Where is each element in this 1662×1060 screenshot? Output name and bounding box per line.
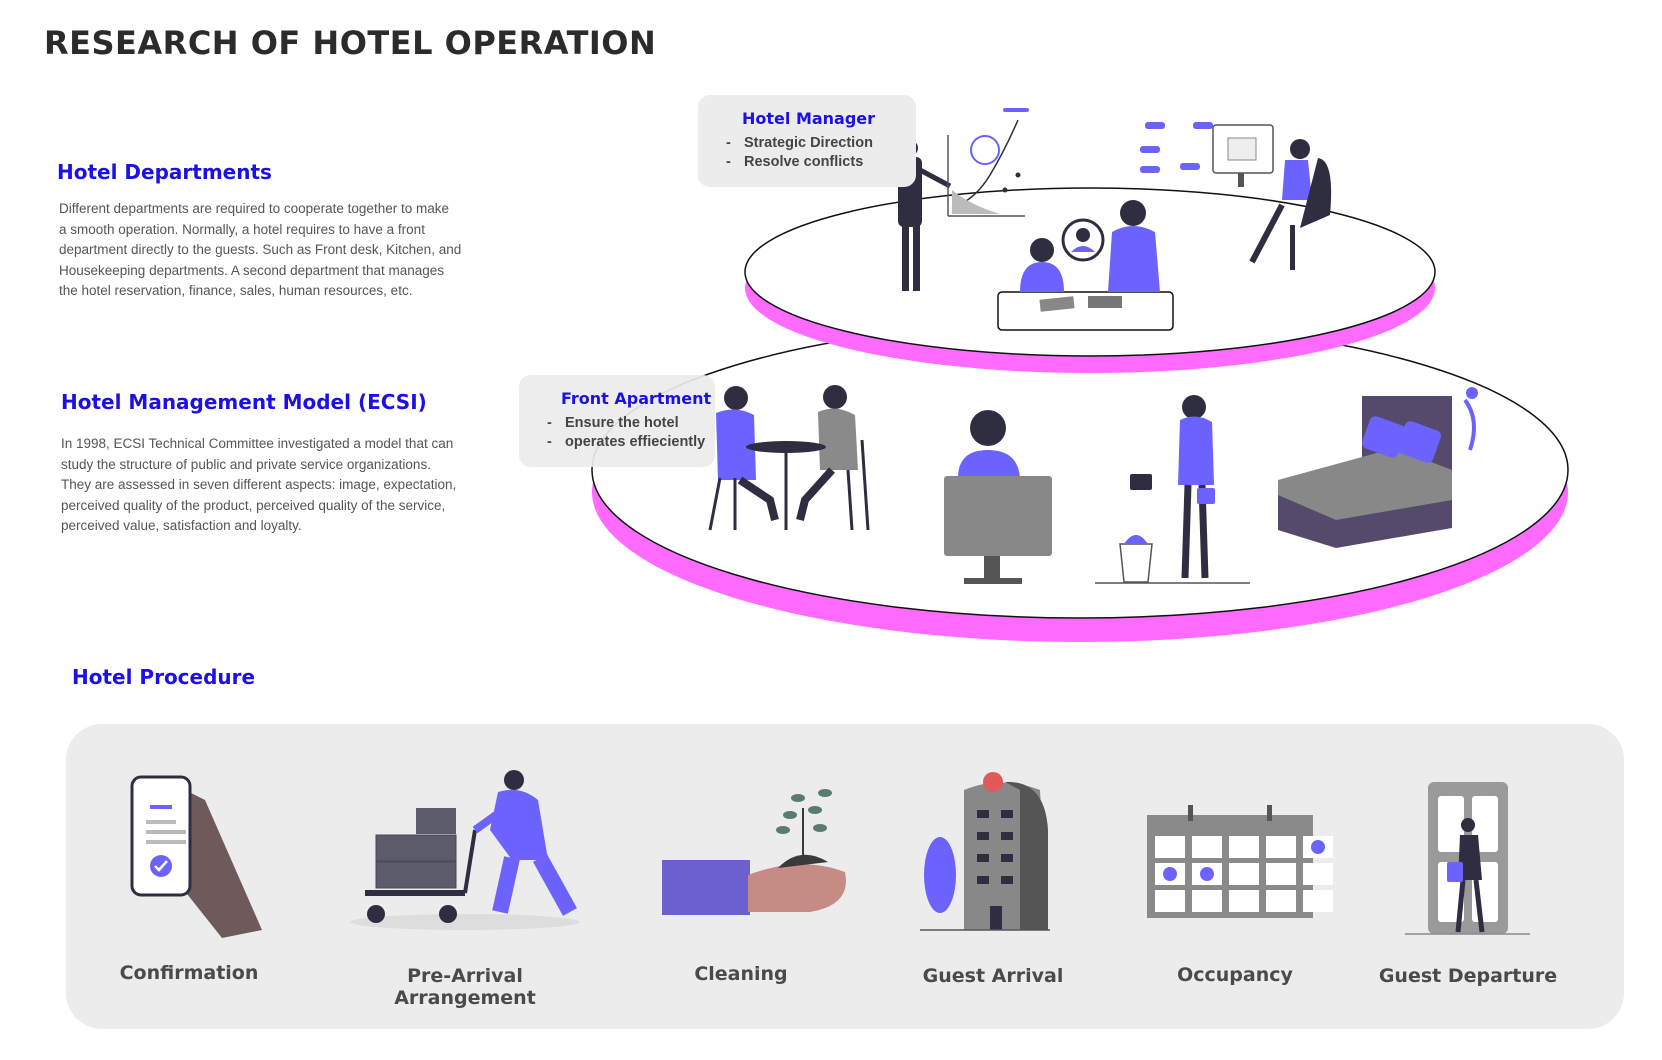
procedure-heading: Hotel Procedure (72, 665, 256, 689)
front-duty-text: operates effieciently (565, 434, 706, 450)
door-departure-icon (1405, 782, 1530, 935)
calendar-cell (1229, 890, 1259, 912)
calendar-cell (1155, 890, 1185, 912)
meeting-illustration (997, 200, 1174, 331)
model-line: perceived quality of the product, percei… (61, 497, 446, 513)
front-duty: Ensure the hotel (543, 414, 715, 433)
manager-duties: Strategic Direction Resolve conflicts (698, 134, 916, 172)
calendar-cell (1192, 890, 1222, 912)
desk-worker-illustration (1140, 122, 1332, 270)
calendar-cell (1266, 836, 1296, 858)
front-duties: Ensure the hotel operates effieciently (519, 414, 715, 452)
page-title: RESEARCH OF HOTEL OPERATION (44, 24, 657, 62)
receptionist-illustration (944, 410, 1052, 584)
calendar-cell (1266, 890, 1296, 912)
front-title: Front Apartment (561, 389, 712, 408)
calendar-cell (1229, 836, 1259, 858)
manager-duty: Resolve conflicts (722, 153, 916, 172)
bed-illustration (1278, 387, 1478, 548)
front-role-box: Front Apartment Ensure the hotel operate… (519, 375, 715, 467)
check-icon (1200, 867, 1214, 881)
calendar-grid (1155, 836, 1333, 912)
departments-line: a smooth operation. Normally, a hotel re… (59, 221, 425, 237)
step-confirmation-label: Confirmation (119, 962, 259, 984)
model-line: perceived value, satisfaction and loyalt… (61, 518, 302, 533)
hotel-building-icon (920, 772, 1050, 931)
departments-description: Different departments are required to co… (59, 199, 489, 302)
check-icon (1163, 867, 1177, 881)
model-line: They are assessed in seven different asp… (61, 477, 457, 492)
step-guest-departure-label: Guest Departure (1378, 965, 1558, 987)
calendar-cell (1303, 863, 1333, 885)
cleaning-hand-icon (662, 789, 846, 915)
departments-line: the hotel reservation, finance, sales, h… (59, 283, 413, 298)
calendar-cell (1155, 836, 1185, 858)
step-pre-arrival-label: Pre-Arrival Arrangement (394, 965, 536, 1009)
housekeeper-illustration (1095, 395, 1250, 584)
step-guest-arrival-label: Guest Arrival (922, 965, 1064, 987)
platform-diagram (591, 108, 1569, 642)
calendar-cell (1192, 836, 1222, 858)
model-description: In 1998, ECSI Technical Committee invest… (61, 434, 491, 537)
calendar-cell (1229, 863, 1259, 885)
manager-title: Hotel Manager (742, 109, 876, 128)
model-line: In 1998, ECSI Technical Committee invest… (61, 436, 454, 451)
luggage-cart-icon (350, 770, 580, 930)
check-icon (1311, 840, 1325, 854)
departments-line: Housekeeping departments. A second depar… (59, 262, 445, 278)
manager-duty: Strategic Direction (722, 134, 916, 153)
dining-illustration (708, 385, 870, 531)
front-duty: operates effieciently (543, 433, 715, 452)
step-occupancy-label: Occupancy (1177, 964, 1293, 986)
calendar-cell (1266, 863, 1296, 885)
manager-role-box: Hotel Manager Strategic Direction Resolv… (698, 95, 916, 187)
model-line: study the structure of public and privat… (61, 456, 431, 472)
model-heading: Hotel Management Model (ECSI) (61, 390, 427, 414)
calendar-cell (1303, 890, 1333, 912)
departments-line: department directly to the guests. Such … (59, 242, 462, 257)
departments-line: Different departments are required to co… (59, 201, 449, 216)
step-cleaning-label: Cleaning (694, 963, 788, 985)
phone-check-icon (130, 775, 262, 938)
departments-heading: Hotel Departments (57, 160, 272, 184)
